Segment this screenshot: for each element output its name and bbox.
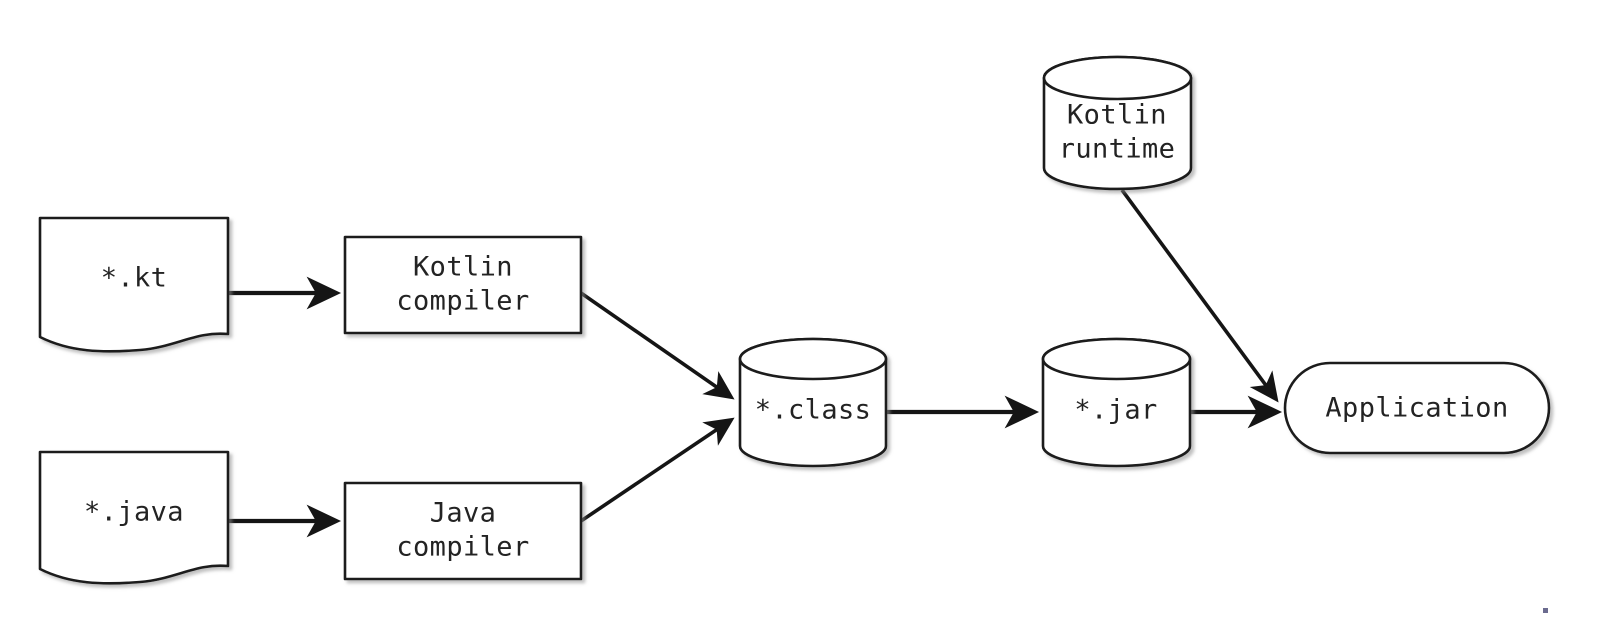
corner-artifact-mark (1543, 608, 1548, 613)
node-application[interactable] (1283, 361, 1551, 455)
node-class-files-label: *.class (755, 395, 872, 426)
edge-kotlin-compiler-to-class (579, 291, 735, 400)
cylinder-top (1041, 337, 1192, 381)
node-jar-file-label: *.jar (1074, 395, 1157, 426)
edge-java-compiler-to-class (579, 417, 735, 523)
node-java-compiler-label-line1: Java (430, 498, 497, 529)
node-kotlin-compiler-label-line2: compiler (396, 286, 529, 317)
node-kt-source-label: *.kt (101, 263, 168, 294)
cylinder-top (738, 337, 888, 381)
node-jar-file[interactable] (1041, 337, 1192, 468)
node-kotlin-compiler-label-line1: Kotlin (413, 252, 513, 283)
rectangle-shape (343, 481, 583, 581)
rectangle-shape (343, 235, 583, 335)
node-kotlin-compiler[interactable] (343, 235, 583, 335)
cylinder-top (1042, 55, 1193, 101)
node-java-source[interactable] (38, 450, 230, 585)
node-java-compiler-label-line2: compiler (396, 532, 529, 563)
edges-layer (228, 188, 1283, 538)
node-kt-source[interactable] (38, 216, 230, 353)
node-kotlin-runtime-label-line1: Kotlin (1067, 100, 1167, 131)
document-shape (38, 450, 230, 585)
node-kotlin-runtime[interactable] (1042, 55, 1193, 191)
node-java-source-label: *.java (84, 497, 184, 528)
node-class-files[interactable] (738, 337, 888, 468)
document-shape (38, 216, 230, 353)
node-application-label: Application (1325, 393, 1508, 424)
node-kotlin-runtime-label-line2: runtime (1059, 134, 1176, 165)
stadium-shape (1283, 361, 1551, 455)
node-java-compiler[interactable] (343, 481, 583, 581)
edge-runtime-to-application (1120, 188, 1279, 403)
